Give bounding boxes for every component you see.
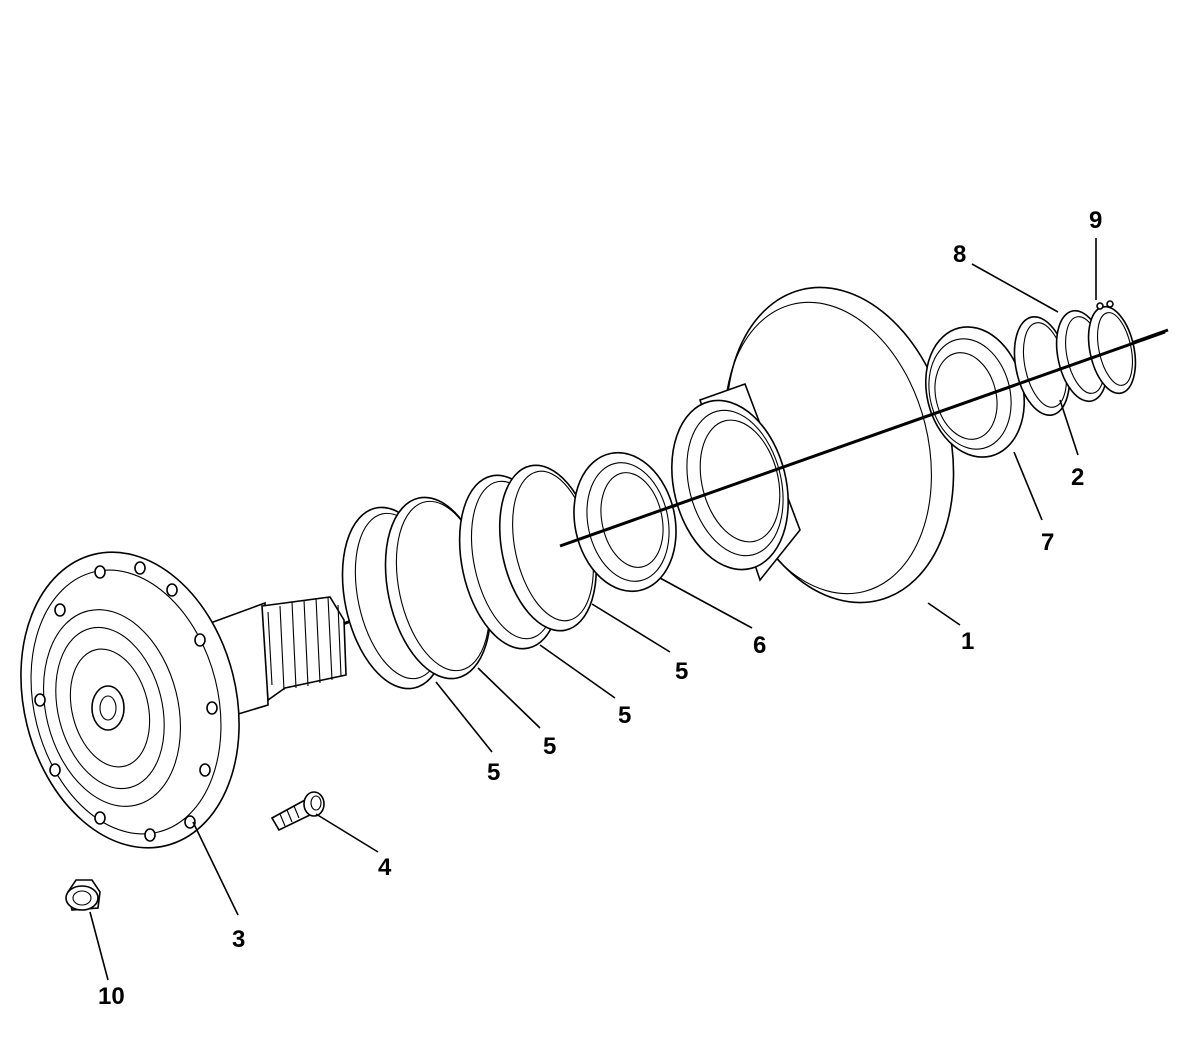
roller-bearing — [924, 326, 1026, 458]
callout-5a: 5 — [487, 759, 501, 786]
callout-2: 2 — [1071, 464, 1085, 491]
snap-ring — [1013, 315, 1071, 417]
callout-5b: 5 — [543, 733, 557, 760]
leader-5a — [435, 681, 493, 753]
callout-8: 8 — [953, 241, 967, 268]
bolt — [270, 791, 325, 832]
leader-4 — [315, 813, 379, 853]
callout-5c: 5 — [618, 702, 632, 729]
callout-5d: 5 — [675, 658, 689, 685]
leader-5c — [539, 644, 616, 699]
leader-1 — [927, 602, 961, 626]
leader-3 — [192, 821, 239, 916]
leader-5b — [477, 667, 541, 729]
leader-5d — [591, 603, 671, 653]
callout-9: 9 — [1089, 207, 1103, 234]
callout-1: 1 — [961, 628, 975, 655]
flange-shaft — [20, 551, 347, 849]
callout-3: 3 — [232, 926, 246, 953]
callout-4: 4 — [378, 854, 392, 881]
leader-10 — [89, 911, 109, 981]
nut — [65, 879, 101, 911]
callout-7: 7 — [1041, 529, 1055, 556]
callout-6: 6 — [753, 632, 767, 659]
leader-7 — [1013, 451, 1043, 521]
leader-6 — [659, 577, 753, 629]
axis-overlay — [559, 330, 1166, 548]
hub-drum — [671, 286, 955, 604]
leader-2 — [1059, 399, 1079, 456]
leader-lines — [89, 238, 1097, 981]
leader-8 — [971, 263, 1059, 313]
callout-10: 10 — [98, 983, 125, 1010]
